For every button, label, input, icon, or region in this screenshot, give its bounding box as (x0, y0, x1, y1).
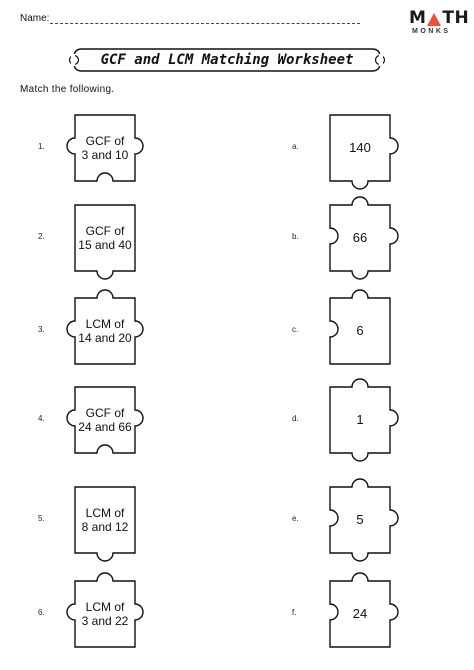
puzzle-piece-shape (66, 289, 144, 365)
puzzle-piece-left-6[interactable]: LCM of 3 and 22 (45, 569, 165, 659)
item-letter: d. (292, 414, 299, 423)
puzzle-piece-left-3[interactable]: LCM of 14 and 20 (45, 286, 165, 376)
puzzle-piece-left-1[interactable]: GCF of 3 and 10 (45, 103, 165, 193)
puzzle-piece-left-5[interactable]: LCM of 8 and 12 (45, 475, 165, 565)
puzzle-piece-text: 1 (356, 412, 364, 427)
puzzle-piece-text: GCF of 15 and 40 (78, 224, 132, 252)
puzzle-piece-shape (66, 572, 144, 648)
item-letter: f. (292, 608, 297, 617)
puzzle-piece-shape (329, 114, 399, 190)
name-label: Name: (20, 13, 50, 24)
puzzle-piece-text: 6 (356, 323, 364, 338)
puzzle-piece-text: LCM of 3 and 22 (81, 600, 129, 628)
puzzle-piece-text: LCM of 14 and 20 (78, 317, 132, 345)
puzzle-piece-left-4[interactable]: GCF of 24 and 66 (45, 375, 165, 465)
item-number: 5. (38, 514, 45, 523)
math-monks-logo: M TH MONKS (409, 8, 469, 42)
puzzle-piece-right-e[interactable]: 5 (300, 475, 420, 565)
item-letter: e. (292, 514, 299, 523)
name-entry-line[interactable] (50, 23, 360, 24)
puzzle-piece-shape (66, 386, 144, 454)
puzzle-piece-shape (329, 572, 399, 648)
puzzle-piece-shape (66, 114, 144, 182)
puzzle-piece-text: GCF of 3 and 10 (81, 134, 129, 162)
puzzle-piece-shape (329, 378, 399, 462)
puzzle-piece-right-b[interactable]: 66 (300, 193, 420, 283)
puzzle-piece-left-2[interactable]: GCF of 15 and 40 (45, 193, 165, 283)
puzzle-piece-text: GCF of 24 and 66 (78, 406, 132, 434)
item-letter: c. (292, 325, 299, 334)
title-banner: GCF and LCM Matching Worksheet (68, 45, 386, 75)
puzzle-piece-text: 5 (356, 512, 364, 527)
puzzle-piece-right-c[interactable]: 6 (300, 286, 420, 376)
puzzle-piece-right-f[interactable]: 24 (300, 569, 420, 659)
puzzle-piece-text: LCM of 8 and 12 (81, 506, 129, 534)
logo-letter-m: M (409, 8, 427, 28)
item-letter: b. (292, 232, 299, 241)
item-number: 3. (38, 325, 45, 334)
title-banner-frame (68, 48, 386, 72)
item-letter: a. (292, 142, 299, 151)
puzzle-piece-text: 66 (352, 230, 368, 245)
instruction-text: Match the following. (20, 84, 115, 95)
puzzle-piece-shape (329, 196, 399, 280)
item-number: 4. (38, 414, 45, 423)
item-number: 6. (38, 608, 45, 617)
worksheet-title: GCF and LCM Matching Worksheet (100, 52, 354, 68)
logo-letters-th: TH (442, 8, 470, 28)
puzzle-piece-shape (329, 289, 391, 365)
puzzle-piece-shape (74, 486, 136, 562)
puzzle-piece-shape (329, 478, 399, 562)
puzzle-piece-right-d[interactable]: 1 (300, 375, 420, 465)
puzzle-piece-text: 24 (352, 606, 368, 621)
logo-wordmark: M TH (409, 8, 469, 28)
logo-subtitle: MONKS (412, 28, 451, 35)
puzzle-piece-text: 140 (349, 140, 371, 155)
puzzle-piece-right-a[interactable]: 140 (300, 103, 420, 193)
puzzle-piece-shape (74, 204, 136, 280)
logo-triangle-icon (427, 13, 442, 26)
item-number: 2. (38, 232, 45, 241)
item-number: 1. (38, 142, 45, 151)
